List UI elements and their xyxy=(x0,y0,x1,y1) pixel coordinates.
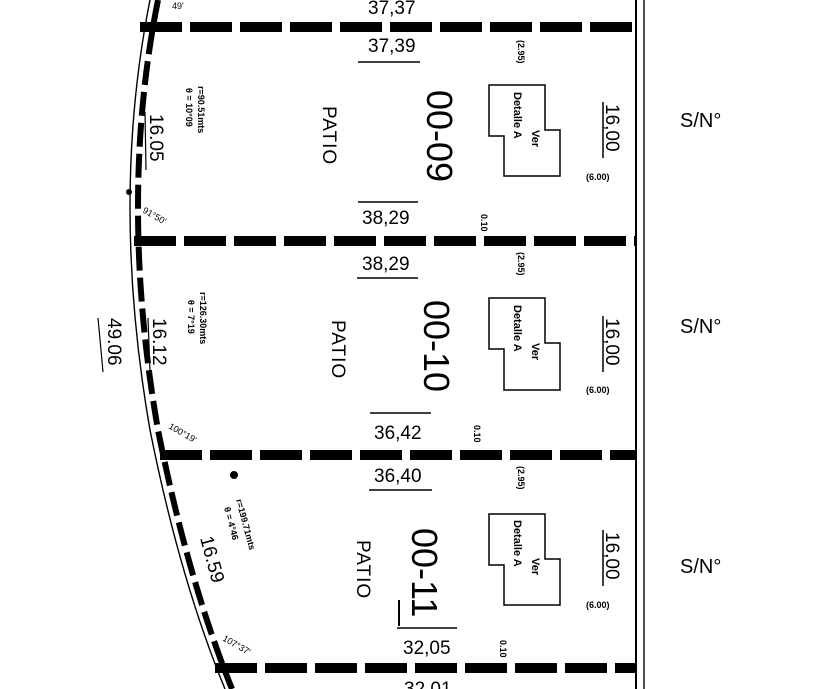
arc-theta: θ = 7°19 xyxy=(186,300,196,334)
lot-top-dim: 37,39 xyxy=(368,36,416,57)
lot-00-10: 38,29 36,42 00-10 PATIO (2.95) Detalle A… xyxy=(97,252,721,445)
arc-length-line xyxy=(144,111,147,171)
side-dim: 16,00 xyxy=(601,318,622,366)
detail-ver: Ver xyxy=(529,558,541,576)
detail-ver: Ver xyxy=(529,343,541,361)
arc-theta: θ = 10°09 xyxy=(184,88,194,127)
detail-outline xyxy=(488,297,561,391)
patio-label: PATIO xyxy=(352,540,373,599)
lot-bottom-dim: 38,29 xyxy=(362,208,410,229)
detail-label: Detalle A xyxy=(511,305,523,352)
side-sub: (6.00) xyxy=(586,385,610,395)
lot-00-11: 36,40 32,05 00-11 PATIO (2.95) Detalle A… xyxy=(195,466,721,659)
lot-top-dim: 36,40 xyxy=(374,466,422,487)
side-sub: (6.00) xyxy=(586,172,610,182)
survey-point xyxy=(126,189,132,195)
tick-label: 0.10 xyxy=(472,425,482,443)
corner-angle: 107°37' xyxy=(221,633,253,657)
corner-angle: 91°50' xyxy=(141,205,168,226)
top-cut-dim: 37,37 xyxy=(368,0,416,19)
lot-number: 00-10 xyxy=(416,300,457,392)
detail-label: Detalle A xyxy=(511,92,523,139)
top-angle: 49' xyxy=(172,1,184,11)
arc-length: 16.05 xyxy=(145,114,166,162)
detail-dim: (2.95) xyxy=(516,252,526,276)
lot-bottom-dim: 32,05 xyxy=(403,638,451,659)
arc-radius: r=126.30mts xyxy=(198,292,208,344)
curved-boundary-thin xyxy=(129,0,226,689)
curved-boundary-heavy xyxy=(135,0,235,689)
survey-point xyxy=(230,471,238,479)
lot-number: 00-09 xyxy=(419,90,460,182)
side-sub: (6.00) xyxy=(586,600,610,610)
lot-number: 00-11 xyxy=(404,528,445,617)
detail-ver: Ver xyxy=(529,130,541,148)
lot-top-dim: 38,29 xyxy=(362,254,410,275)
side-dim: 16,00 xyxy=(601,532,622,580)
arc-radius: r=90.51mts xyxy=(196,86,206,133)
patio-label: PATIO xyxy=(318,106,339,165)
tick-label: 0.10 xyxy=(479,214,489,232)
arc-length: 16.59 xyxy=(195,534,228,585)
detail-dim: (2.95) xyxy=(516,40,526,64)
outer-arc-line xyxy=(97,317,104,373)
side-dim: 16,00 xyxy=(601,104,622,152)
street-number: S/N° xyxy=(680,556,721,578)
corner-angle: 100°19' xyxy=(167,421,199,445)
lot-bottom-dim: 36,42 xyxy=(374,423,422,444)
street-number: S/N° xyxy=(680,316,721,338)
tick-label: 0.10 xyxy=(498,640,508,658)
detail-label: Detalle A xyxy=(511,520,523,567)
detail-dim: (2.95) xyxy=(516,466,526,490)
detail-outline xyxy=(488,84,561,177)
detail-outline xyxy=(488,513,561,606)
street-number: S/N° xyxy=(680,110,721,132)
patio-label: PATIO xyxy=(327,320,348,379)
lot-00-09: 37,39 38,29 00-09 PATIO (2.95) Detalle A… xyxy=(126,36,721,232)
arc-length: 16.12 xyxy=(148,318,169,366)
bottom-cut-dim: 32,01 xyxy=(404,679,452,689)
outer-arc-length: 49.06 xyxy=(103,318,124,366)
arc-length-line xyxy=(147,317,151,373)
